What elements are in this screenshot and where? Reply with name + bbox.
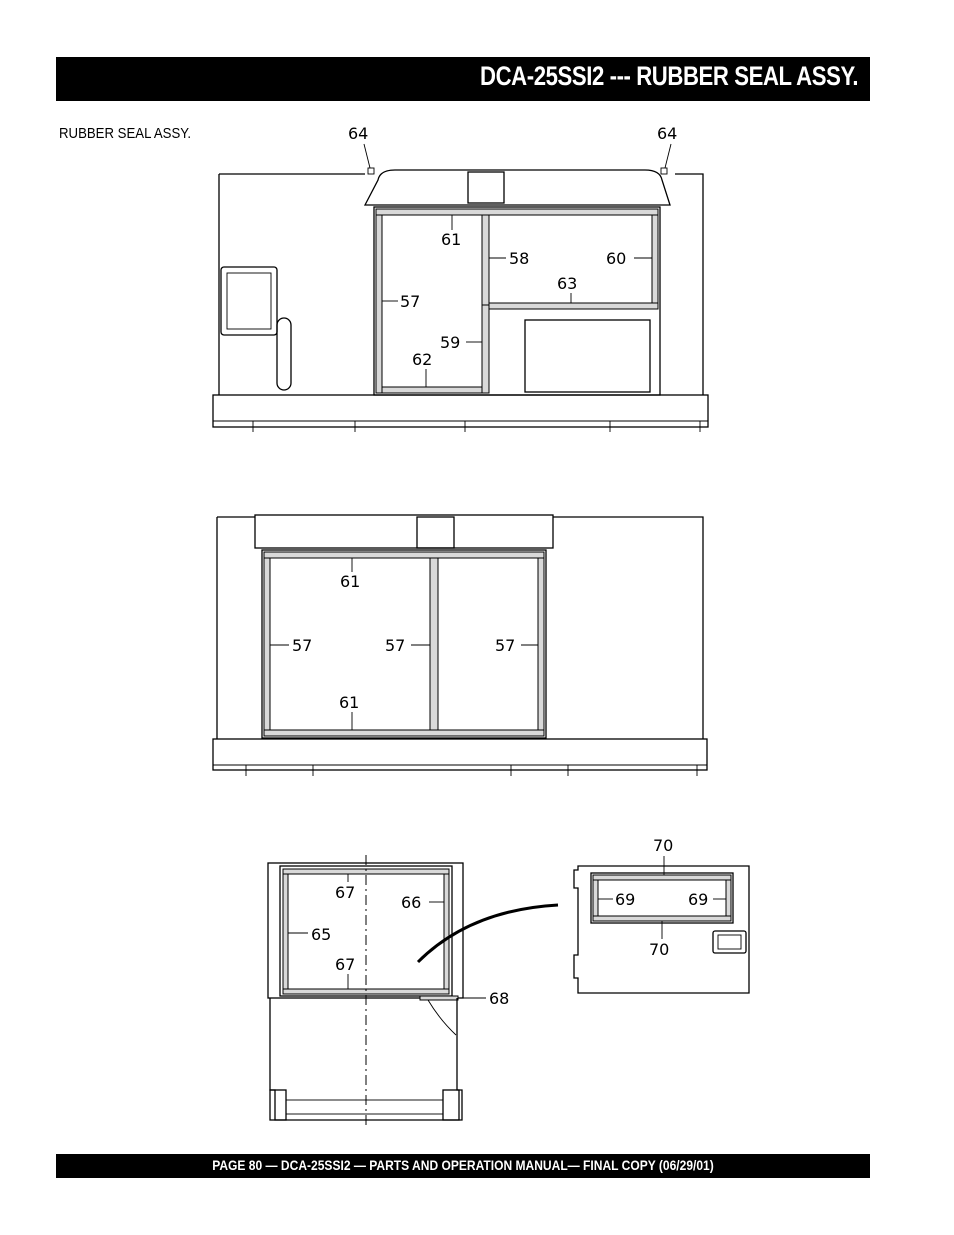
callout-60: 60 bbox=[606, 249, 626, 268]
seal-57-right bbox=[537, 557, 545, 731]
callout-63: 63 bbox=[557, 274, 577, 293]
view-side-elevation: 64 64 61 58 60 63 57 59 62 bbox=[212, 124, 709, 432]
callout-64-left: 64 bbox=[348, 124, 368, 143]
base-skid bbox=[212, 394, 709, 428]
callout-70-top: 70 bbox=[653, 836, 673, 855]
page-footer-bar: PAGE 80 — DCA-25SSI2 — PARTS AND OPERATI… bbox=[56, 1154, 870, 1178]
callout-67-bottom: 67 bbox=[335, 955, 355, 974]
callout-68: 68 bbox=[489, 989, 509, 1008]
view-end-elevation: 67 66 65 67 68 bbox=[267, 855, 559, 1125]
detail-panel bbox=[573, 865, 750, 994]
callout-64-right: 64 bbox=[657, 124, 677, 143]
seal-70-top bbox=[592, 874, 732, 881]
section-label: RUBBER SEAL ASSY. bbox=[59, 125, 192, 142]
end-base-bar bbox=[285, 1099, 444, 1115]
seal-66 bbox=[443, 873, 450, 990]
callout-61: 61 bbox=[441, 230, 461, 249]
seal-69-right bbox=[725, 879, 732, 917]
seal-57-left bbox=[263, 557, 271, 731]
seal-68 bbox=[419, 995, 459, 1001]
seal-61 bbox=[375, 208, 659, 216]
callout-61-top: 61 bbox=[340, 572, 360, 591]
seal-61-top bbox=[263, 551, 545, 559]
seal-60 bbox=[651, 214, 659, 308]
detail-pointer-arrow bbox=[416, 903, 559, 964]
roof-vent bbox=[467, 171, 505, 204]
base-skid-2 bbox=[212, 738, 708, 771]
end-door-swing bbox=[427, 999, 457, 1036]
seal-57-mid bbox=[429, 557, 439, 731]
leader-64-left bbox=[363, 143, 371, 169]
callout-67-top: 67 bbox=[335, 883, 355, 902]
upper-right-opening bbox=[488, 214, 653, 304]
seal-63 bbox=[488, 302, 659, 310]
seal-59 bbox=[481, 304, 490, 394]
enclosure-outline bbox=[218, 173, 704, 395]
door-frame-2 bbox=[261, 549, 547, 739]
seal-70-bottom bbox=[592, 915, 732, 922]
roof-cap bbox=[363, 169, 671, 206]
page-title: DCA-25SSI2 --- RUBBER SEAL ASSY. bbox=[479, 61, 859, 91]
callout-57-left: 57 bbox=[292, 636, 312, 655]
lower-right-panel bbox=[524, 319, 651, 393]
roof-cap-2 bbox=[254, 514, 554, 549]
leader-64-right bbox=[664, 143, 672, 169]
detail-label-plate-inner bbox=[717, 934, 742, 950]
footer-text: PAGE 80 — DCA-25SSI2 — PARTS AND OPERATI… bbox=[212, 1157, 714, 1173]
callout-69-right: 69 bbox=[688, 890, 708, 909]
callout-57-right: 57 bbox=[495, 636, 515, 655]
seal-65 bbox=[282, 873, 289, 990]
callout-57: 57 bbox=[400, 292, 420, 311]
view-rear-elevation: 61 57 57 57 61 bbox=[212, 514, 708, 776]
end-foot-right bbox=[442, 1089, 460, 1121]
view-detail: 70 69 69 70 bbox=[573, 836, 750, 994]
callout-59: 59 bbox=[440, 333, 460, 352]
seal-58 bbox=[481, 214, 490, 306]
detail-label-plate bbox=[712, 930, 747, 954]
skid-marks-2 bbox=[213, 764, 707, 776]
callout-66: 66 bbox=[401, 893, 421, 912]
seal-57 bbox=[375, 214, 383, 394]
callout-62: 62 bbox=[412, 350, 432, 369]
callout-61-bottom: 61 bbox=[339, 693, 359, 712]
callout-70-bottom: 70 bbox=[649, 940, 669, 959]
callout-57-mid: 57 bbox=[385, 636, 405, 655]
skid-marks bbox=[213, 420, 708, 432]
lifting-eye-right bbox=[660, 167, 668, 175]
enclosure-outline-2 bbox=[216, 516, 704, 739]
roof-vent-2 bbox=[416, 516, 455, 549]
control-box bbox=[220, 266, 278, 336]
seal-61-bottom bbox=[263, 729, 545, 737]
control-box-window bbox=[226, 272, 272, 330]
seal-69-left bbox=[592, 879, 599, 917]
handle bbox=[276, 317, 292, 391]
callout-58: 58 bbox=[509, 249, 529, 268]
callout-69-left: 69 bbox=[615, 890, 635, 909]
seal-62 bbox=[381, 386, 483, 394]
callout-65: 65 bbox=[311, 925, 331, 944]
page-header-bar: DCA-25SSI2 --- RUBBER SEAL ASSY. bbox=[56, 57, 870, 101]
lifting-eye-left bbox=[367, 167, 375, 175]
end-foot-left bbox=[269, 1089, 287, 1121]
